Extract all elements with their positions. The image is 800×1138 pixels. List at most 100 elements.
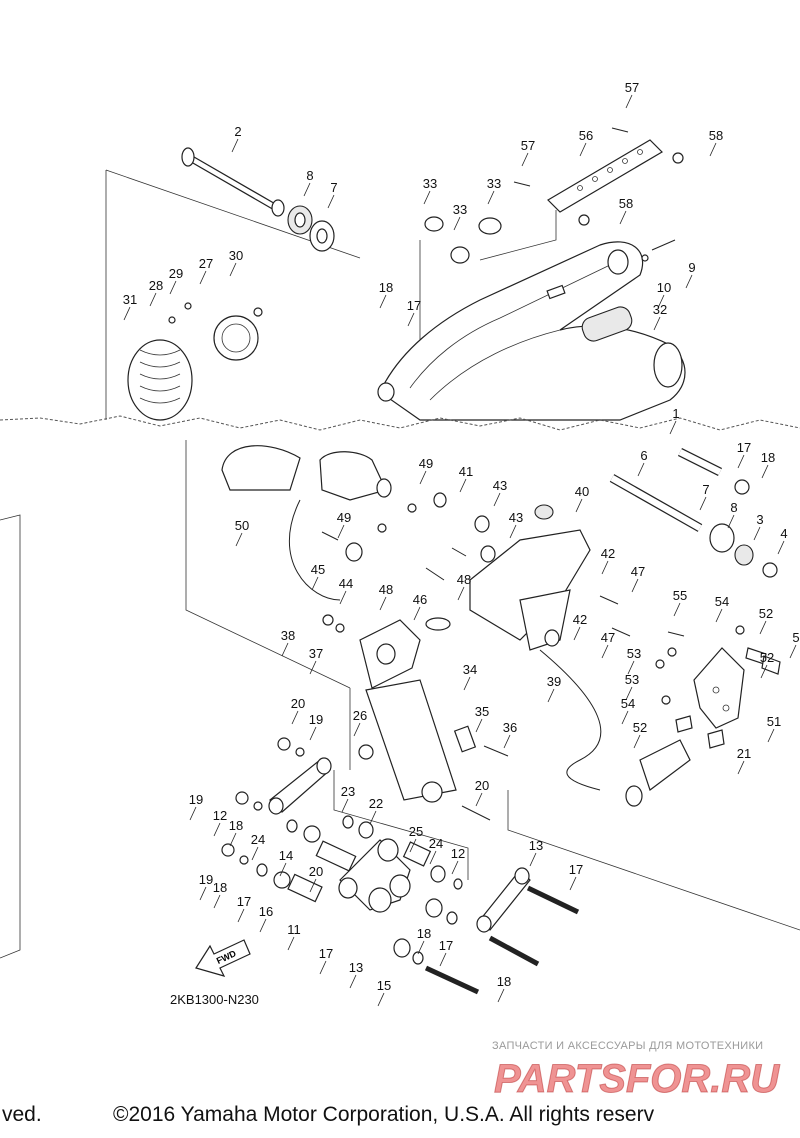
leader-line xyxy=(417,940,425,955)
part-number-label: 32 xyxy=(653,302,667,317)
leader-line xyxy=(509,524,517,539)
part-number-label: 17 xyxy=(319,946,333,961)
part-number-label: 44 xyxy=(339,576,353,591)
leader-line xyxy=(353,722,361,737)
leader-line xyxy=(475,718,483,733)
leader-line xyxy=(457,586,465,601)
leader-line xyxy=(229,832,237,847)
leader-line xyxy=(493,492,501,507)
leader-line xyxy=(759,620,767,635)
part-number-label: 58 xyxy=(709,128,723,143)
leader-line xyxy=(237,908,245,923)
pivot-shaft xyxy=(181,147,285,217)
part-number-label: 19 xyxy=(189,792,203,807)
leader-line xyxy=(487,190,495,205)
part-number-label: 43 xyxy=(509,510,523,525)
leader-line xyxy=(627,660,635,675)
part-number-label: 52 xyxy=(759,606,773,621)
chain-puller-plate xyxy=(513,127,684,226)
part-number-label: 55 xyxy=(673,588,687,603)
leader-line xyxy=(767,728,775,743)
leader-line xyxy=(631,578,639,593)
part-number-label: 54 xyxy=(621,696,635,711)
part-number-label: 31 xyxy=(123,292,137,307)
relay-bracket xyxy=(425,504,631,651)
leader-line xyxy=(753,526,761,541)
part-number-label: 52 xyxy=(760,650,774,665)
leader-line xyxy=(235,532,243,547)
part-number-label: 17 xyxy=(439,938,453,953)
part-number-label: 17 xyxy=(737,440,751,455)
leader-line xyxy=(251,846,259,861)
leader-line xyxy=(579,142,587,157)
part-number-label: 1 xyxy=(672,406,679,421)
part-number-label: 53 xyxy=(625,672,639,687)
leader-line xyxy=(619,210,627,225)
part-number-label: 22 xyxy=(369,796,383,811)
leader-line xyxy=(413,606,421,621)
part-number-label: 19 xyxy=(199,872,213,887)
leader-line xyxy=(529,852,537,867)
leader-line xyxy=(379,596,387,611)
part-number-label: 19 xyxy=(309,712,323,727)
rear-shock-absorber xyxy=(358,619,509,821)
shock-top-mount xyxy=(221,445,392,501)
part-number-label: 4 xyxy=(780,526,787,541)
leader-line xyxy=(309,878,317,893)
part-number-label: 20 xyxy=(309,864,323,879)
part-number-label: 42 xyxy=(573,612,587,627)
leader-line xyxy=(327,194,335,209)
part-number-label: 46 xyxy=(413,592,427,607)
part-number-label: 20 xyxy=(475,778,489,793)
leader-line xyxy=(303,182,311,197)
watermark-text: ЗАПЧАСТИ И АКСЕССУАРЫ ДЛЯ МОТОТЕХНИКИ xyxy=(492,1040,764,1052)
part-number-label: 25 xyxy=(409,824,423,839)
part-number-label: 48 xyxy=(457,572,471,587)
caps xyxy=(424,216,502,264)
leader-line xyxy=(789,644,797,659)
leader-line xyxy=(213,822,221,837)
chain-case xyxy=(127,302,263,421)
leader-line xyxy=(451,860,459,875)
leader-line xyxy=(777,540,785,555)
part-number-label: 18 xyxy=(417,926,431,941)
leader-line xyxy=(621,710,629,725)
watermark-logo-text: PARTSFOR.RU xyxy=(494,1057,780,1098)
part-number-label: 52 xyxy=(633,720,647,735)
part-number-label: 17 xyxy=(569,862,583,877)
leader-line xyxy=(503,734,511,749)
part-number-label: 3 xyxy=(756,512,763,527)
leader-line xyxy=(419,470,427,485)
leader-line xyxy=(575,498,583,513)
part-number-label: 38 xyxy=(281,628,295,643)
part-number-label: 20 xyxy=(291,696,305,711)
part-number-label: 41 xyxy=(459,464,473,479)
copyright-bar: ved. ©2016 Yamaha Motor Corporation, U.S… xyxy=(0,1103,800,1133)
leader-line xyxy=(291,710,299,725)
leader-line xyxy=(760,664,768,679)
leader-line xyxy=(189,806,197,821)
leader-line xyxy=(319,960,327,975)
leader-line xyxy=(737,760,745,775)
part-number-label: 35 xyxy=(475,704,489,719)
part-number-label: 8 xyxy=(730,500,737,515)
leader-line xyxy=(311,576,319,591)
part-number-label: 23 xyxy=(341,784,355,799)
part-number-label: 27 xyxy=(199,256,213,271)
leader-line xyxy=(281,642,289,657)
frame-outline xyxy=(0,169,800,959)
part-number-label: 47 xyxy=(631,564,645,579)
leader-line xyxy=(199,886,207,901)
leader-line xyxy=(761,464,769,479)
part-number-label: 42 xyxy=(601,546,615,561)
copyright-left-fragment: ved. xyxy=(2,1103,42,1126)
part-number-label: 45 xyxy=(311,562,325,577)
part-number-label: 49 xyxy=(337,510,351,525)
part-number-label: 21 xyxy=(737,746,751,761)
part-number-label: 58 xyxy=(619,196,633,211)
leader-line xyxy=(633,734,641,749)
part-number-label: 37 xyxy=(309,646,323,661)
leader-line xyxy=(673,602,681,617)
leader-line xyxy=(369,810,377,825)
pivot-bearings xyxy=(287,205,335,252)
